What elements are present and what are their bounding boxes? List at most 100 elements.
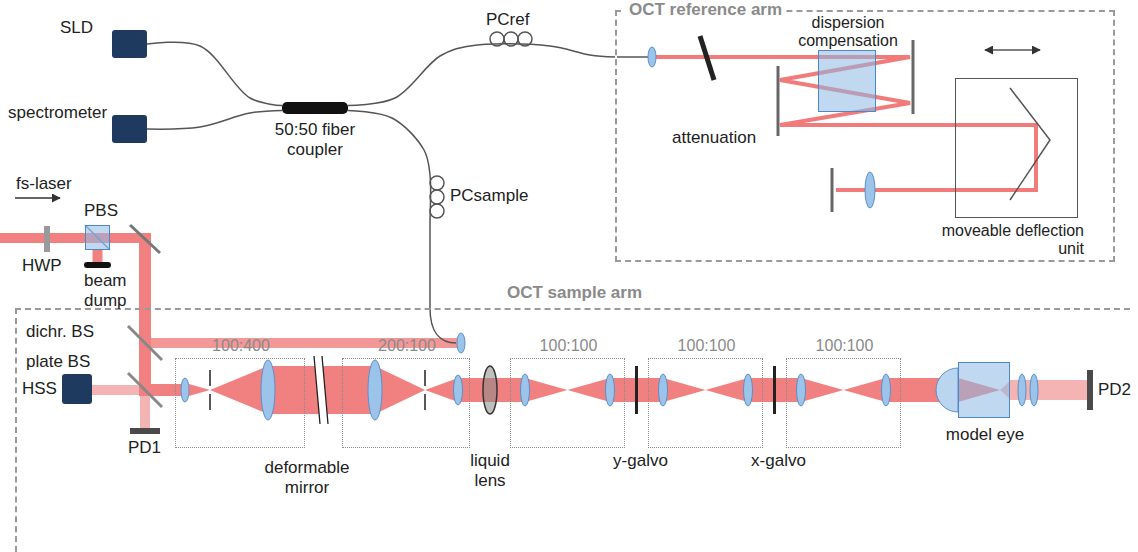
motion-arrow (985, 49, 1040, 51)
polarization-controller (430, 204, 444, 218)
node-label: HSS (22, 379, 57, 399)
telescope-optics (648, 374, 763, 406)
node-label: 200:100 (343, 337, 471, 355)
optical-fiber (147, 110, 282, 129)
optical-fiber (147, 42, 282, 105)
beam-dump: beam dump (84, 262, 111, 268)
node-label: 100:400 (176, 337, 306, 355)
node-label: OCT sample arm (17, 283, 1132, 303)
dispersion-block: dispersion compensation (818, 50, 876, 112)
mirror (777, 66, 780, 136)
pbs-diagonal (85, 225, 110, 250)
telescope-optics (510, 374, 625, 406)
dichroic-splitter (128, 326, 162, 360)
arm-region: OCT sample armHSSPD1100:400200:100100:10… (15, 308, 1130, 552)
component-label: PCsample (450, 186, 528, 206)
component-label: HWP (22, 256, 62, 276)
polarization-controller (504, 32, 518, 46)
galvo-mirror (635, 366, 638, 414)
node-label: OCT reference arm (625, 0, 786, 20)
pinhole (209, 370, 211, 386)
node-label: 100:100 (787, 337, 902, 355)
optical-fiber (348, 110, 431, 308)
photodiode: PD2 (1087, 370, 1093, 410)
light-source: SLD (112, 30, 147, 58)
model-eye: model eye (958, 362, 1010, 418)
node-label: 100:100 (511, 337, 626, 355)
reflected-beam (140, 396, 150, 428)
beam (210, 366, 268, 414)
mirror (912, 40, 915, 114)
break-gap (314, 356, 328, 424)
lens (454, 375, 463, 405)
attenuator (700, 36, 714, 80)
mirror (130, 225, 160, 253)
component-label: plate BS (26, 352, 90, 372)
spectrometer-box: spectrometer (112, 115, 147, 143)
reflected-beam (92, 385, 139, 395)
node-label: SLD (60, 18, 93, 38)
fiber (617, 56, 648, 58)
component-label: fs-laser (16, 174, 72, 194)
node-label: dispersion compensation (769, 14, 927, 49)
polarization-controller (490, 32, 504, 46)
node-label: beam dump (84, 271, 144, 310)
galvo-mirror (773, 366, 776, 414)
component-label: x-galvo (744, 451, 813, 471)
component-label: deformable mirror (262, 458, 352, 497)
component-label: y-galvo (606, 451, 675, 471)
polarization-controller (430, 190, 444, 204)
node-label: 50:50 fiber coupler (265, 120, 365, 159)
pinhole (424, 370, 426, 386)
wavefront-sensor: HSS (62, 374, 92, 404)
laser-beam (139, 243, 151, 396)
roof-prism (1010, 88, 1050, 200)
node-label: PBS (84, 201, 118, 221)
node-label: PD1 (128, 438, 161, 458)
laser-arrow (15, 197, 60, 199)
pinhole (209, 394, 211, 410)
lens (368, 360, 382, 420)
beam (189, 384, 210, 396)
fiber-coupler: 50:50 fiber coupler (282, 102, 348, 114)
collimator-lens (648, 47, 656, 67)
telescope-optics (786, 374, 901, 406)
node-label: spectrometer (8, 103, 107, 123)
lens (1030, 374, 1038, 406)
telescope-box: 200:100 (342, 358, 470, 448)
lens (865, 172, 875, 208)
component-label: attenuation (672, 128, 756, 148)
node-label: moveable deflection unit (934, 222, 1084, 257)
telescope-box: 100:100 (648, 358, 763, 448)
collimator-lens (457, 333, 465, 353)
laser-beam (0, 233, 151, 243)
mirror (831, 168, 834, 212)
light-beam (93, 250, 103, 262)
photodiode: PD1 (130, 428, 160, 434)
lens (181, 378, 189, 402)
half-wave-plate (44, 226, 50, 252)
node-label: model eye (939, 425, 1031, 445)
polarization-controller (430, 176, 444, 190)
telescope-box: 100:100 (510, 358, 625, 448)
node-label: PD2 (1098, 380, 1131, 400)
component-label: liquid lens (460, 451, 520, 490)
component-label: dichr. BS (26, 322, 94, 342)
pinhole (424, 394, 426, 410)
optical-fiber (348, 44, 615, 106)
polarization-controller (518, 32, 532, 46)
liquid-lens (483, 366, 497, 414)
component-label: PCref (486, 10, 529, 30)
lens (1018, 374, 1026, 406)
lens (261, 360, 275, 420)
deflection-unit: moveable deflection unit (955, 78, 1078, 218)
telescope-box: 100:100 (786, 358, 901, 448)
break-mark (314, 356, 320, 424)
node-label: 100:100 (649, 337, 764, 355)
eye-cornea (936, 368, 958, 412)
break-mark (322, 356, 328, 424)
telescope-box: 100:400 (175, 358, 305, 448)
